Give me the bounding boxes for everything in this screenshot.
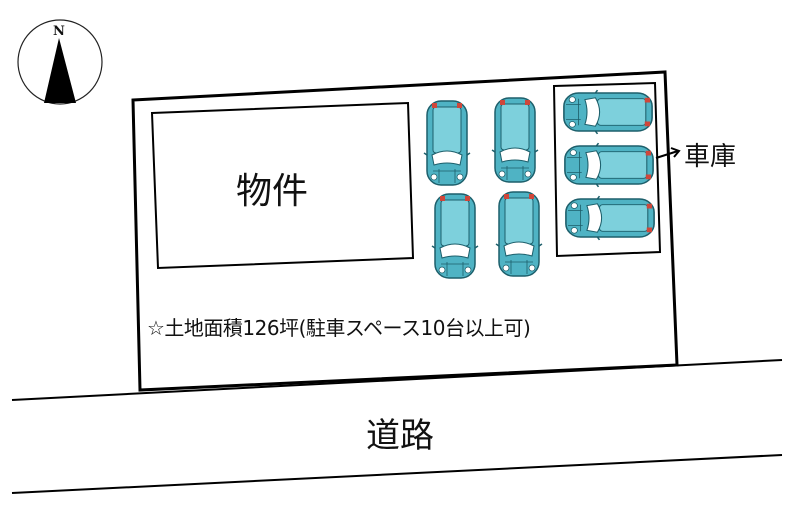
compass-north-label: N	[53, 24, 65, 39]
garage-outline	[552, 81, 662, 258]
road-edge-top	[11, 359, 783, 401]
land-area-note: ☆土地面積126坪(駐車スペース10台以上可)	[147, 316, 531, 340]
compass	[17, 19, 103, 105]
car-parking-3	[431, 193, 479, 279]
car-garage-2	[564, 142, 654, 188]
building-outline	[150, 101, 415, 270]
building-label: 物件	[236, 171, 309, 212]
garage-label: 車庫	[684, 142, 737, 172]
road-edge-bottom	[11, 454, 783, 494]
garage-pointer-arrow-icon	[655, 147, 681, 159]
north-arrow-icon	[44, 38, 76, 103]
car-garage-3	[565, 195, 655, 241]
car-parking-2	[491, 97, 539, 183]
road-label: 道路	[366, 416, 434, 456]
car-garage-1	[563, 89, 653, 135]
car-parking-4	[495, 191, 543, 277]
car-parking-1	[423, 100, 471, 186]
